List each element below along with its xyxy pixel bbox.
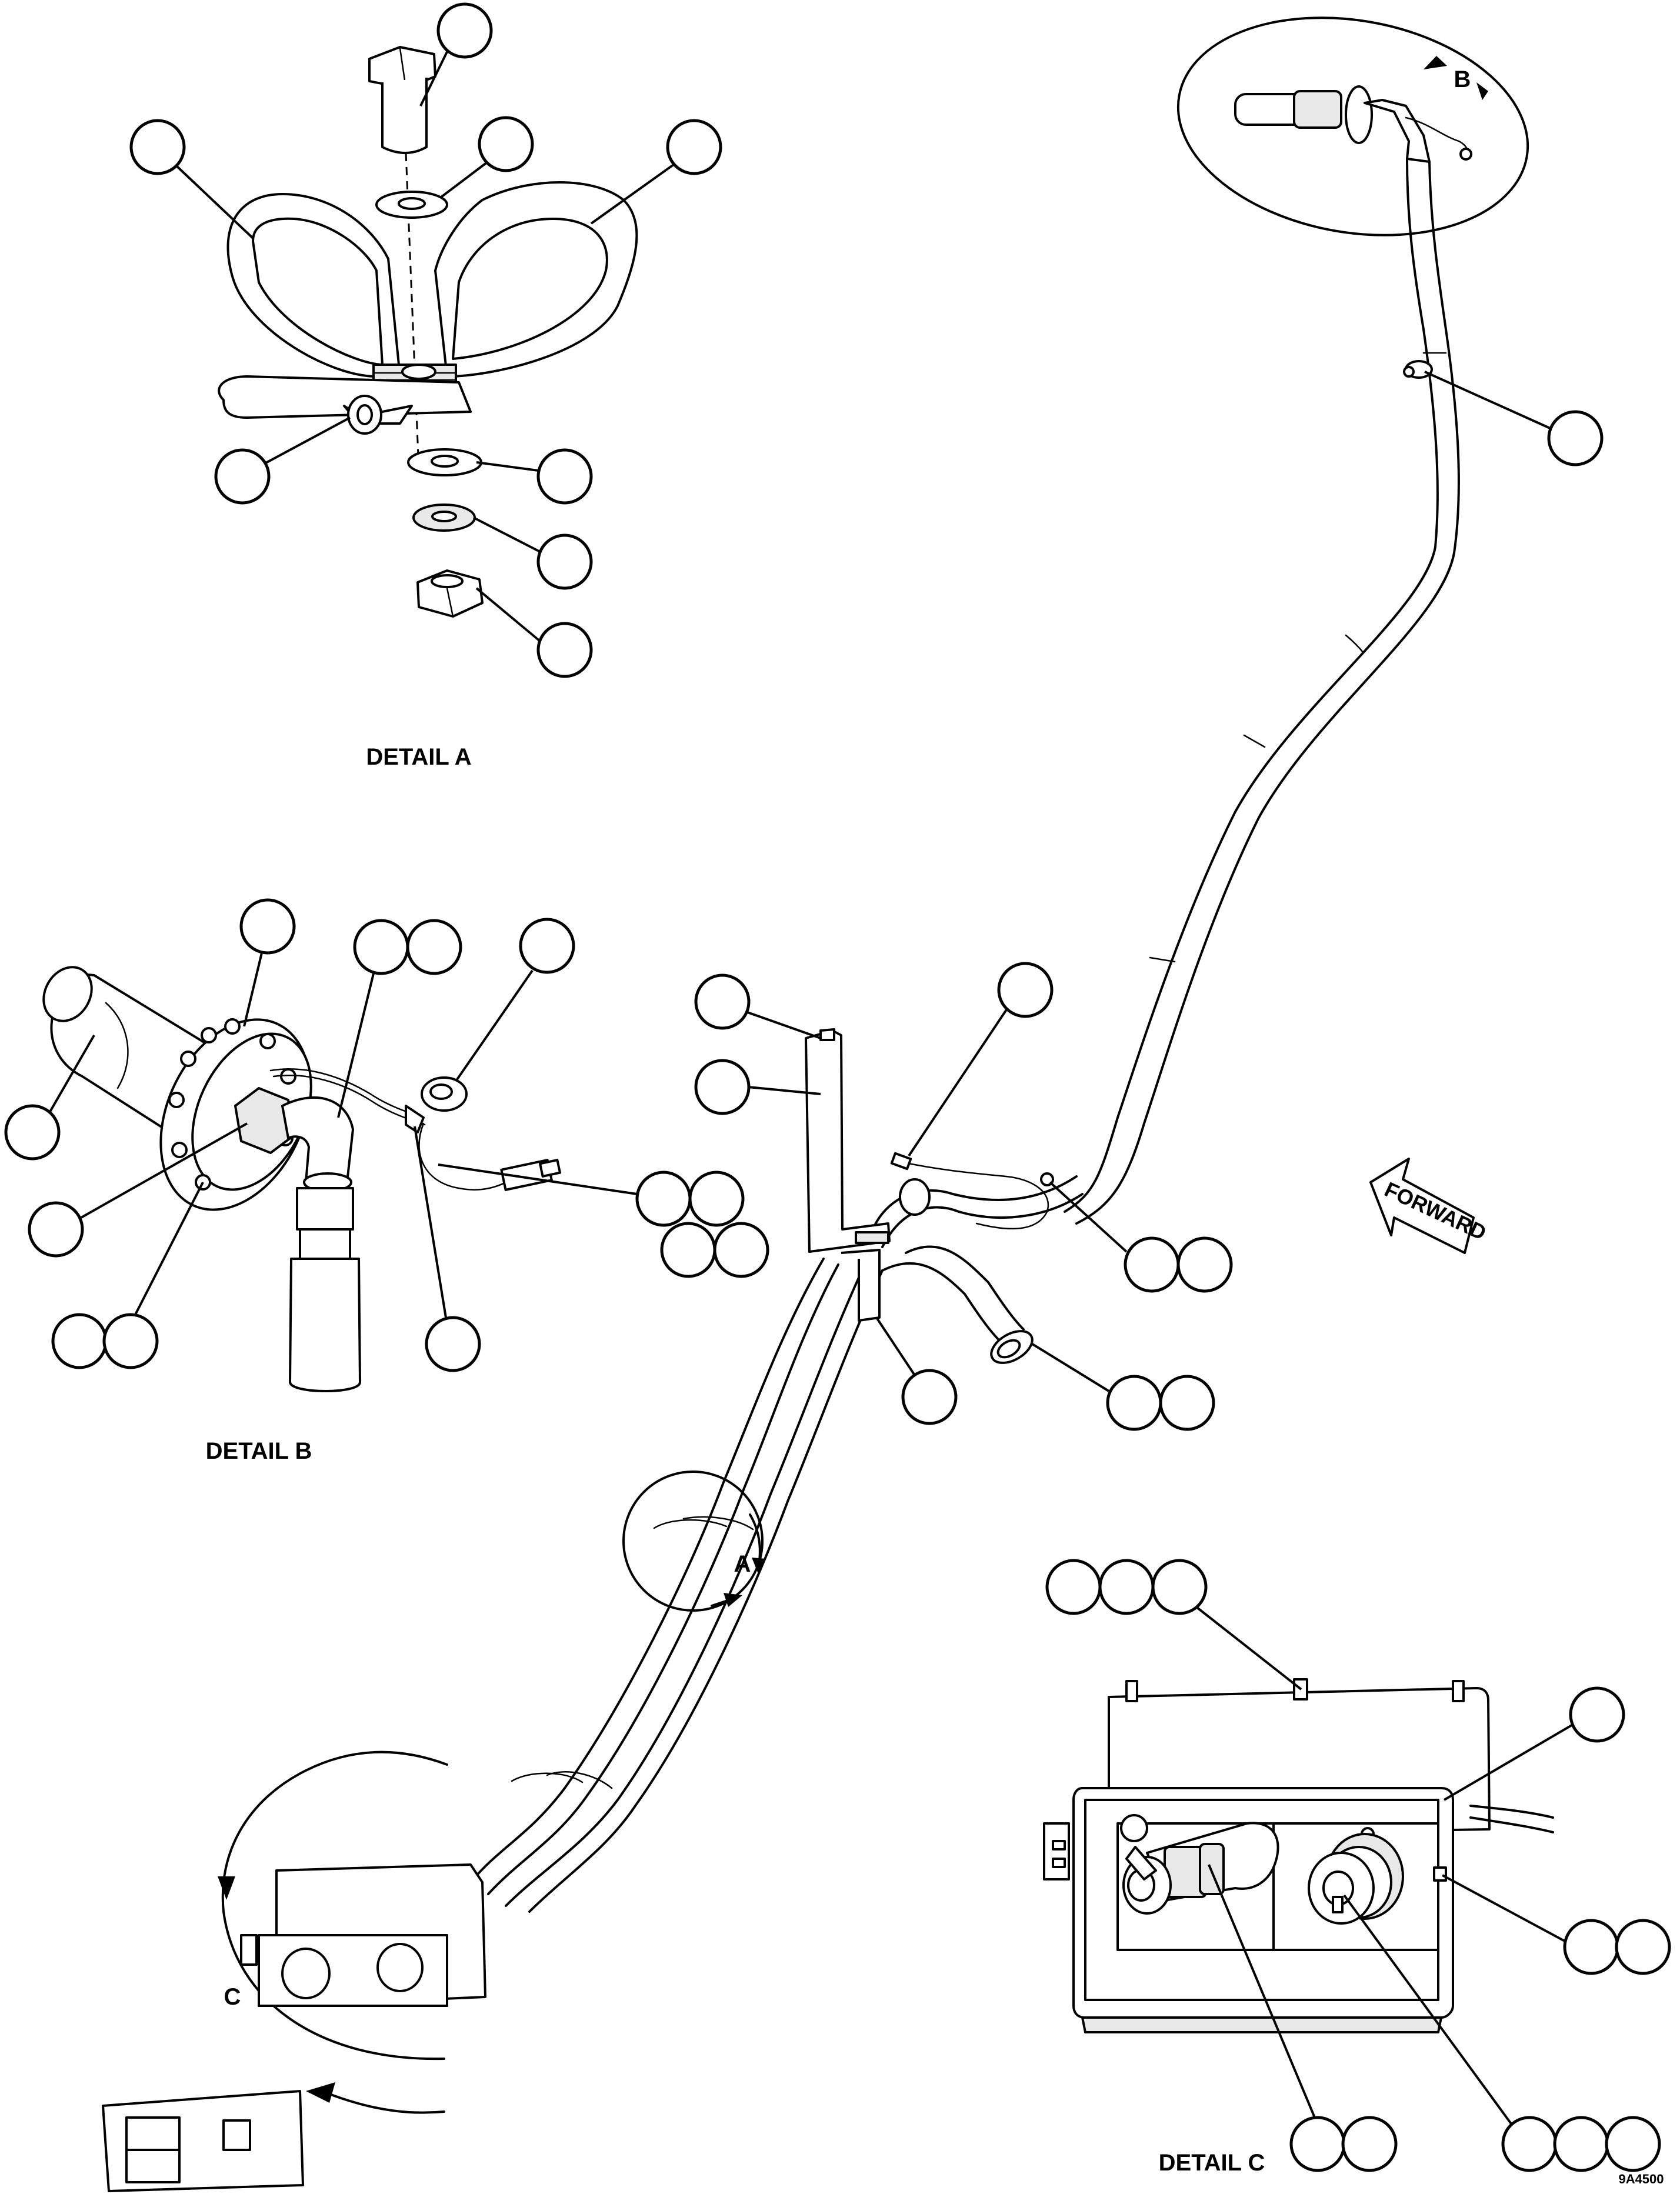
main-fuel-line-routing: A B C xyxy=(102,16,1604,2192)
callout-screw-b-2 xyxy=(102,1313,159,1369)
callout-right-coupling-1 xyxy=(1501,2116,1558,2172)
elbow-fitting xyxy=(990,1330,1034,1364)
callout-screw-b-1 xyxy=(51,1313,108,1369)
hex-nut xyxy=(416,569,484,618)
svg-text:A: A xyxy=(734,1551,751,1577)
callout-right-coupling-3 xyxy=(1605,2116,1661,2172)
bolt xyxy=(368,46,436,154)
callout-bolt xyxy=(436,2,493,59)
svg-text:B: B xyxy=(1454,66,1471,92)
line-clamp-upper xyxy=(1403,360,1433,379)
callout-right-coupling-2 xyxy=(1553,2116,1609,2172)
callout-clamp-right xyxy=(666,119,722,175)
view-c-indicator: C xyxy=(102,1750,486,2192)
support-bracket xyxy=(805,1028,891,1322)
callout-washer-bottom xyxy=(536,448,593,505)
callout-wire-b-1 xyxy=(635,1171,692,1227)
detail-c-caption: DETAIL C xyxy=(1159,2150,1265,2176)
callout-elbow-1 xyxy=(1106,1375,1162,1431)
callout-cylinder xyxy=(4,1104,61,1161)
callout-wire-clamp-b xyxy=(519,918,575,974)
callout-wire-b-2 xyxy=(688,1171,745,1227)
callout-bracket-lower xyxy=(901,1369,958,1425)
detail-a-clamp-assembly: DETAIL A xyxy=(129,2,722,770)
drawing-number: 9A4500 xyxy=(1618,2172,1664,2186)
callout-elbow-b-2 xyxy=(406,919,462,975)
callout-panel-1 xyxy=(1045,1559,1102,1615)
callout-housing xyxy=(1569,1686,1625,1743)
detail-b-fuel-sender: DETAIL B xyxy=(4,898,769,1464)
callout-lock-washer xyxy=(536,534,593,590)
callout-washer-top xyxy=(478,116,534,172)
callout-spacer xyxy=(214,448,271,505)
callout-hex-fitting xyxy=(28,1201,84,1258)
callout-stud-2 xyxy=(1615,1919,1671,1975)
callout-panel-2 xyxy=(1098,1559,1155,1615)
view-a-indicator: A xyxy=(622,1471,766,1612)
callout-stud-1 xyxy=(1563,1919,1619,1975)
callout-line-clamp xyxy=(1547,410,1604,466)
callout-wire-b-4 xyxy=(713,1222,769,1278)
flat-washer-bottom xyxy=(407,448,482,476)
flat-washer-top xyxy=(375,191,448,219)
callout-left-coupling-1 xyxy=(1289,2116,1346,2172)
detail-c-fuel-panel: DETAIL C xyxy=(1043,1559,1671,2176)
callout-bracket xyxy=(694,1059,751,1115)
callout-wire-connector xyxy=(997,962,1054,1018)
callout-sender-flange xyxy=(239,898,296,955)
double-loop-clamp xyxy=(218,181,638,435)
forward-direction-arrow: FORWARD xyxy=(1369,1158,1490,1254)
callout-left-coupling-2 xyxy=(1341,2116,1398,2172)
callout-clamp-left xyxy=(129,119,186,175)
svg-text:C: C xyxy=(224,1984,241,2010)
callout-clamp-screw-b xyxy=(425,1316,481,1372)
detail-a-caption: DETAIL A xyxy=(366,744,471,770)
callout-wire-b-3 xyxy=(660,1222,716,1278)
callout-elbow-2 xyxy=(1159,1375,1215,1431)
callout-nut xyxy=(536,622,593,678)
callout-bracket-screw xyxy=(694,973,751,1030)
callout-panel-3 xyxy=(1151,1559,1208,1615)
callout-wire-clip-2 xyxy=(1176,1236,1233,1293)
callout-elbow-b-1 xyxy=(353,919,409,975)
callout-wire-clip-1 xyxy=(1124,1236,1180,1293)
view-b-indicator: B xyxy=(1176,16,1529,236)
detail-b-caption: DETAIL B xyxy=(206,1438,312,1464)
wire-connector xyxy=(890,1152,912,1171)
lock-washer xyxy=(412,504,476,532)
